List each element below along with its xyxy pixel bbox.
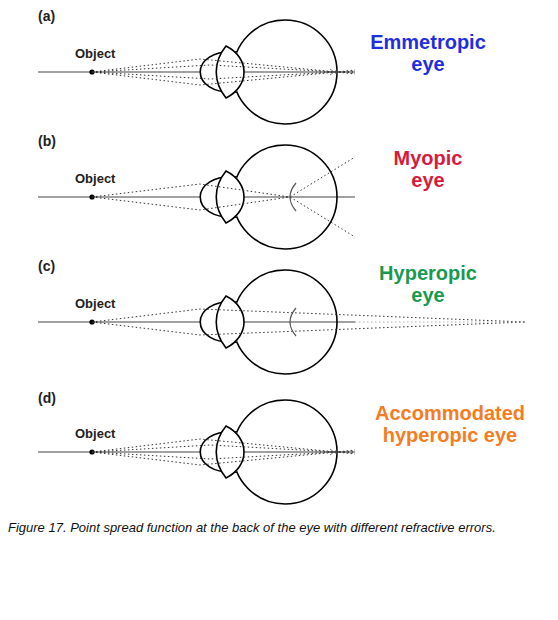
eye-type-title: Myopic eye	[383, 147, 473, 191]
eye-drawing	[38, 270, 355, 374]
object-label: Object	[75, 427, 135, 441]
panel-myopic	[38, 145, 355, 249]
light-rays	[92, 157, 355, 237]
eye-type-title: Emmetropic eye	[363, 31, 493, 75]
light-rays	[92, 59, 355, 85]
object-label: Object	[75, 172, 135, 186]
figure-caption: Figure 17. Point spread function at the …	[8, 520, 556, 535]
panel-emmetropic	[38, 20, 355, 124]
point-spread-spot	[326, 69, 340, 75]
panel-letter: (a)	[38, 9, 78, 24]
axis-extension	[355, 322, 525, 323]
eye-drawing	[38, 20, 355, 124]
object-label: Object	[75, 297, 135, 311]
point-spread-blur	[290, 308, 296, 336]
eye-drawing	[38, 400, 355, 504]
light-rays	[92, 309, 525, 335]
panel-letter: (d)	[38, 391, 78, 406]
eye-type-title: Hyperopic eye	[365, 262, 491, 306]
panel-letter: (b)	[38, 134, 78, 149]
panel-accommodated	[38, 400, 355, 504]
panel-letter: (c)	[38, 259, 78, 274]
light-rays	[92, 439, 355, 465]
eye-type-title: Accommodated hyperopic eye	[360, 402, 540, 446]
point-spread-blur	[290, 183, 296, 211]
object-label: Object	[75, 47, 135, 61]
eye-drawing	[38, 145, 355, 249]
point-spread-spot	[326, 449, 340, 455]
panel-hyperopic	[38, 270, 525, 374]
